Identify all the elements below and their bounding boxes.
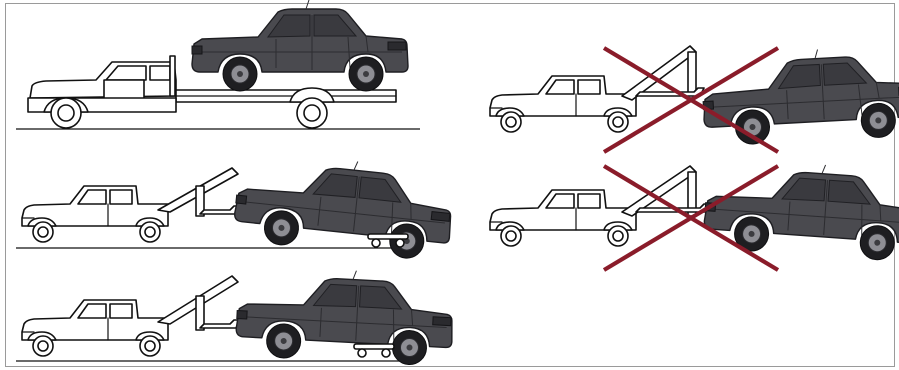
panel-front-lift-with-dolly (16, 265, 455, 367)
panel-wheel-lift-prohibited (490, 157, 899, 270)
wrecker-truck-icon (22, 276, 240, 356)
wheel-dolly-icon (354, 344, 394, 357)
towed-pickup-icon (232, 149, 456, 262)
panel-flatbed (16, 0, 420, 129)
panel-sling-tow-prohibited (490, 44, 899, 152)
towed-pickup-icon (703, 157, 899, 263)
towed-pickup-icon (235, 265, 455, 367)
panel-rear-lift-with-dolly (16, 149, 456, 262)
towed-pickup-icon (701, 44, 899, 146)
wrecker-truck-icon (490, 166, 710, 246)
wheel-dolly-icon (368, 234, 408, 247)
wrecker-truck-icon (22, 168, 240, 242)
towed-pickup-icon (192, 0, 408, 91)
